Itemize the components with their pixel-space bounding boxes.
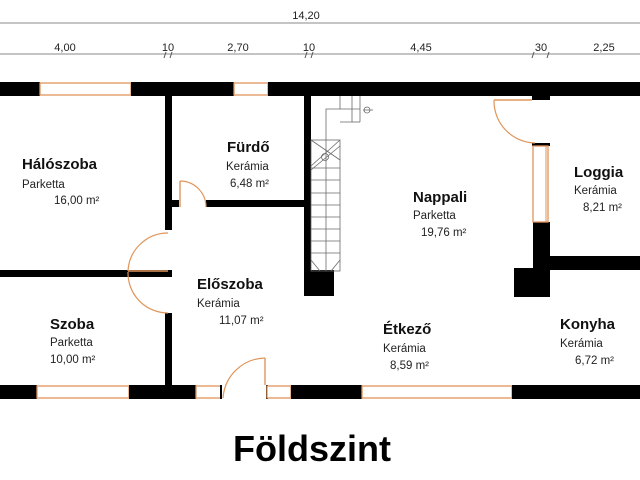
room-floor: Parketta xyxy=(413,210,456,222)
entrance-door xyxy=(222,357,266,399)
interior-doors xyxy=(127,99,536,314)
window xyxy=(39,82,132,96)
window xyxy=(36,385,130,399)
room-label-eloszoba: Előszoba Kerámia 11,07 m² xyxy=(197,276,264,327)
room-floor: Kerámia xyxy=(226,161,269,173)
dimension-label: 30 xyxy=(535,42,547,54)
room-label-nappali: Nappali Parketta 19,76 m² xyxy=(413,189,467,239)
window xyxy=(361,385,513,399)
loggia-door xyxy=(493,99,536,144)
room-area: 11,07 m² xyxy=(219,315,264,327)
room-door xyxy=(127,271,169,314)
room-floor: Kerámia xyxy=(383,343,426,355)
room-name: Előszoba xyxy=(197,276,264,293)
interior-walls xyxy=(0,96,640,385)
room-name: Loggia xyxy=(574,164,624,181)
room-label-etkezo: Étkező Kerámia 8,59 m² xyxy=(383,321,431,372)
room-area: 16,00 m² xyxy=(54,195,100,207)
room-label-furdo: Fürdő Kerámia 6,48 m² xyxy=(226,139,270,190)
bathroom-door xyxy=(179,180,207,208)
room-label-haloszoba: Hálószoba Parketta 16,00 m² xyxy=(22,156,100,207)
room-floor: Kerámia xyxy=(574,185,617,197)
room-name: Konyha xyxy=(560,316,616,333)
room-area: 10,00 m² xyxy=(50,354,96,366)
room-area: 8,59 m² xyxy=(390,360,429,372)
room-area: 8,21 m² xyxy=(583,202,622,214)
floor-title: Földszint xyxy=(233,428,391,469)
dimension-label: 2,25 xyxy=(593,42,614,54)
room-label-konyha: Konyha Kerámia 6,72 m² xyxy=(560,316,616,367)
window xyxy=(266,385,292,399)
room-floor: Kerámia xyxy=(197,298,240,310)
room-label-szoba: Szoba Parketta 10,00 m² xyxy=(50,316,96,366)
room-label-loggia: Loggia Kerámia 8,21 m² xyxy=(574,164,624,214)
room-floor: Parketta xyxy=(50,337,93,349)
dimension-label: 10 xyxy=(162,42,174,54)
dimension-label: 2,70 xyxy=(227,42,248,54)
window xyxy=(195,385,222,399)
room-floor: Parketta xyxy=(22,179,65,191)
room-floor: Kerámia xyxy=(560,338,603,350)
dimension-ticks xyxy=(163,51,550,59)
room-name: Étkező xyxy=(383,321,431,338)
dimension-label: 10 xyxy=(303,42,315,54)
top-wall xyxy=(0,82,640,96)
dimension-label: 4,45 xyxy=(410,42,431,54)
room-area: 19,76 m² xyxy=(421,227,467,239)
room-name: Szoba xyxy=(50,316,95,333)
window xyxy=(233,82,269,96)
total-dimension-label: 14,20 xyxy=(292,10,320,22)
bedroom-door xyxy=(127,232,169,272)
room-name: Fürdő xyxy=(227,139,270,156)
loggia-glass-door xyxy=(532,145,549,223)
room-area: 6,72 m² xyxy=(575,355,614,367)
room-area: 6,48 m² xyxy=(230,178,269,190)
bottom-wall xyxy=(0,385,640,399)
dimension-label: 4,00 xyxy=(54,42,75,54)
dimension-lines: 14,20 4,00 10 2,70 10 4,45 30 2,25 xyxy=(0,10,640,59)
room-name: Hálószoba xyxy=(22,156,98,173)
room-name: Nappali xyxy=(413,189,467,206)
staircase xyxy=(310,96,373,272)
